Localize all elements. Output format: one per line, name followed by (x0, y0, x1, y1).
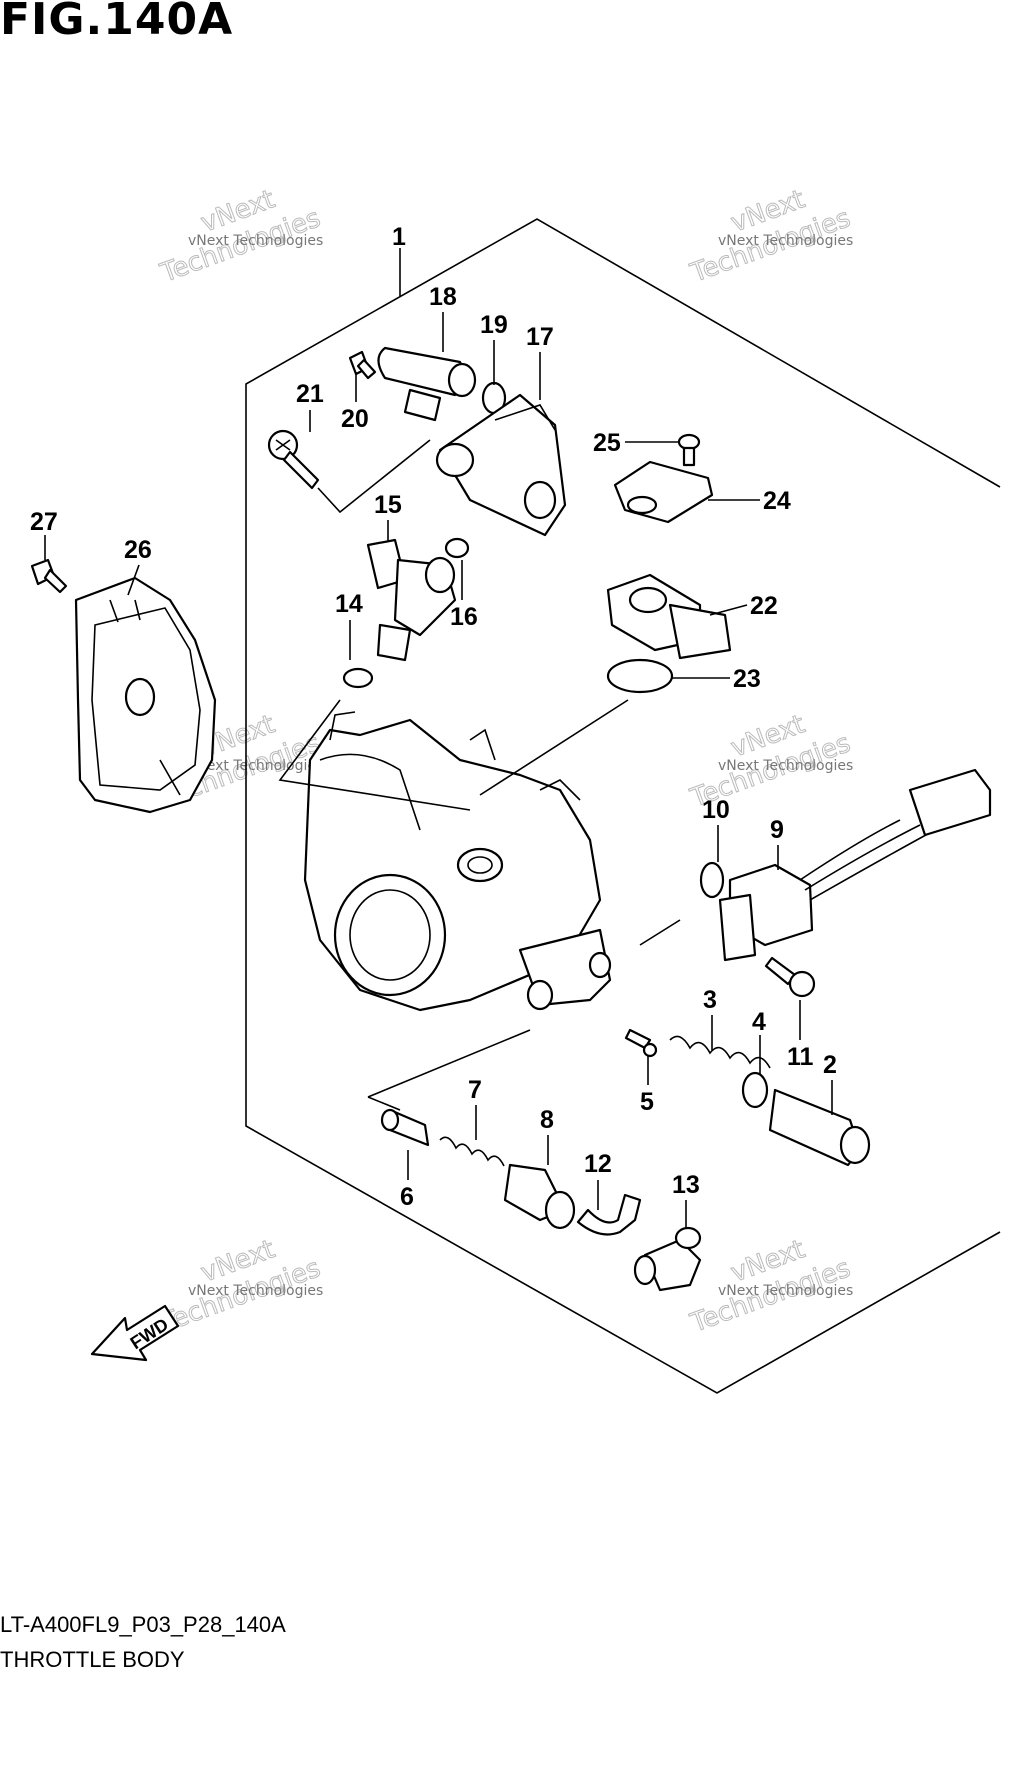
part-20-bolt (348, 350, 377, 380)
part-6-plunger (380, 1108, 430, 1147)
guide-line-sensor-22 (479, 699, 629, 796)
callout-17: 17 (526, 323, 554, 351)
part-25-screw (677, 433, 701, 467)
part-18-fuel-hose-joint (377, 346, 477, 422)
part-27-screw (30, 558, 68, 594)
part-15-injector (366, 538, 457, 662)
svg-text:vNext Technologies: vNext Technologies (718, 758, 853, 774)
watermark-top-right: vNext Technologies vNext Technologies (686, 184, 855, 290)
part-16-o-ring (444, 537, 470, 559)
part-8-adjuster (503, 1163, 576, 1230)
part-2-screw (768, 1088, 871, 1167)
part-21-leader (317, 439, 431, 514)
svg-text:vNext Technologies: vNext Technologies (718, 1283, 853, 1299)
callout-6: 6 (400, 1183, 414, 1211)
part-21-bolt (267, 429, 320, 490)
callout-13: 13 (672, 1171, 700, 1199)
part-1-throttle-body (303, 711, 612, 1012)
callout-21: 21 (296, 380, 324, 408)
watermark-top-left: vNext Technologies vNext Technologies (156, 184, 325, 290)
callout-22: 22 (750, 592, 778, 620)
callout-7: 7 (468, 1076, 482, 1104)
part-13-hose-elbow (633, 1226, 702, 1292)
fwd-arrow-icon: FWD (90, 1304, 180, 1362)
callout-26: 26 (124, 536, 152, 564)
guide-line-injector (278, 699, 471, 811)
callout-16: 16 (450, 603, 478, 631)
watermark-bottom-right: vNext Technologies vNext Technologies (686, 1234, 855, 1340)
callout-leaders (44, 248, 833, 1228)
callout-12: 12 (584, 1150, 612, 1178)
part-22-sensor (606, 573, 732, 660)
callout-14: 14 (335, 590, 363, 618)
callout-10: 10 (702, 796, 730, 824)
svg-text:vNext Technologies: vNext Technologies (718, 233, 853, 249)
svg-text:vNext Technologies: vNext Technologies (188, 1283, 323, 1299)
part-14-o-ring (342, 667, 374, 689)
guide-line-lower (367, 919, 681, 1098)
part-7-spring (439, 1136, 505, 1167)
part-3-spring (669, 1035, 771, 1069)
assembly-outline (245, 218, 1001, 1394)
callout-8: 8 (540, 1106, 554, 1134)
callout-18: 18 (429, 283, 457, 311)
svg-text:vNext Technologies: vNext Technologies (188, 233, 323, 249)
callout-1: 1 (392, 223, 406, 251)
part-9-throttle-position-sensor (718, 768, 992, 962)
callout-3: 3 (703, 986, 717, 1014)
diagram-code: LT-A400FL9_P03_P28_140A (0, 1612, 286, 1637)
part-17-delivery-pipe (435, 393, 567, 537)
callout-2: 2 (823, 1051, 837, 1079)
figure-title: FIG.140A (0, 0, 234, 45)
callout-27: 27 (30, 508, 58, 536)
diagram-name: THROTTLE BODY (0, 1647, 185, 1672)
callout-20: 20 (341, 405, 369, 433)
part-5-screw (624, 1028, 658, 1058)
callout-19: 19 (480, 311, 508, 339)
part-26-cover (74, 576, 217, 814)
callout-25: 25 (593, 429, 621, 457)
part-12-hose (576, 1193, 642, 1236)
callout-11: 11 (787, 1043, 814, 1071)
callout-4: 4 (752, 1008, 766, 1036)
part-23-o-ring (606, 658, 674, 694)
svg-text:vNext Technologies: vNext Technologies (188, 758, 323, 774)
callout-9: 9 (770, 816, 784, 844)
part-4-o-ring (741, 1071, 769, 1109)
watermark-bottom-left: vNext Technologies vNext Technologies (156, 1234, 325, 1340)
callout-23: 23 (733, 665, 761, 693)
callout-5: 5 (640, 1088, 654, 1116)
part-11-screw (764, 956, 816, 998)
part-10-o-ring (699, 861, 725, 899)
callout-15: 15 (374, 491, 402, 519)
part-24-bracket (613, 460, 714, 524)
guide-line-lower-2 (367, 1096, 401, 1111)
callout-24: 24 (763, 487, 791, 515)
